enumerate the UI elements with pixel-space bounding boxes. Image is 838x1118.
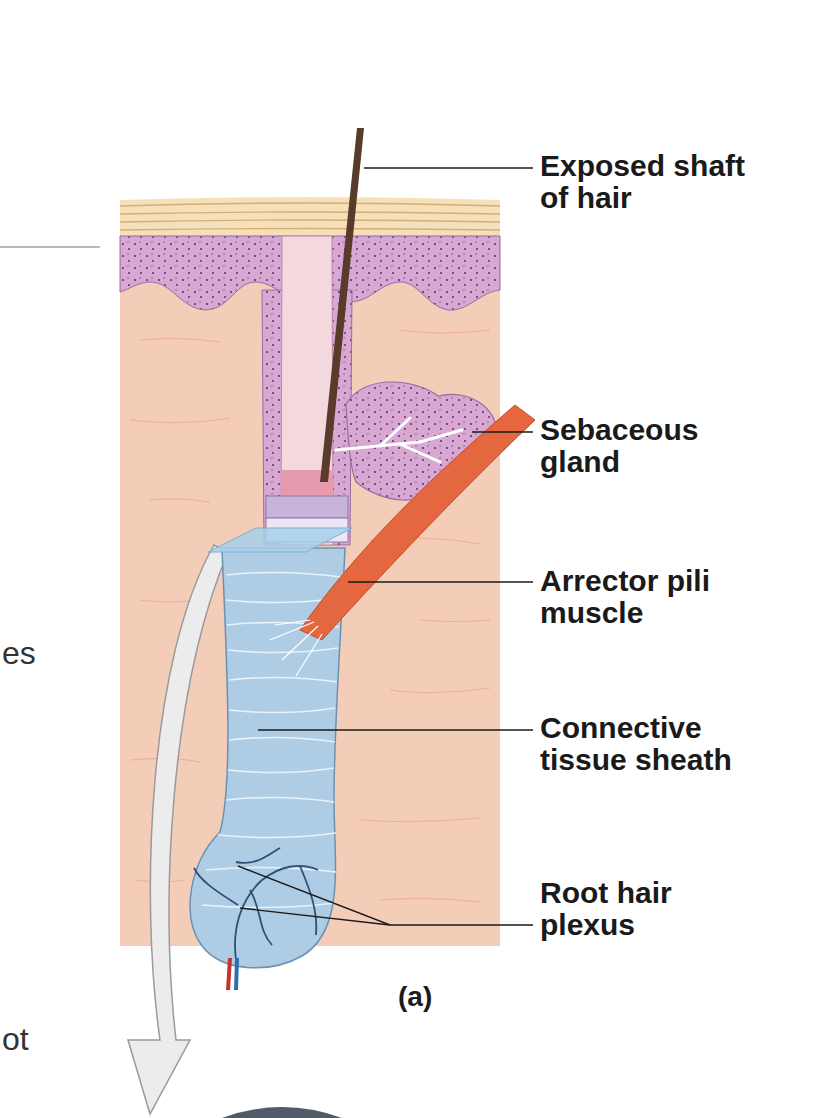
leader-lines xyxy=(238,168,533,925)
slide-rule xyxy=(0,246,100,248)
artery xyxy=(228,958,230,990)
part-label: Sebaceous gland xyxy=(540,414,730,479)
figure-letter: (a) xyxy=(398,982,458,1012)
cut-slide-text: es xyxy=(2,636,62,671)
part-label: Connective tissue sheath xyxy=(540,712,765,777)
part-label: Exposed shaft of hair xyxy=(540,150,770,215)
inner-layer xyxy=(266,496,348,518)
cut-slide-text: ot xyxy=(2,1022,62,1057)
next-figure-edge xyxy=(222,1107,342,1118)
vein xyxy=(236,958,237,990)
sebaceous-ducts xyxy=(336,418,462,462)
section-plane xyxy=(208,528,352,552)
nerve-plexus xyxy=(194,848,318,960)
part-label: Arrector pili muscle xyxy=(540,565,740,630)
corneum-lines xyxy=(120,203,500,230)
part-label: Root hair plexus xyxy=(540,877,720,942)
zoom-arrow xyxy=(128,545,228,1114)
arrector-pili-muscle xyxy=(300,405,535,640)
hair-shaft xyxy=(320,128,364,482)
muscle-fibres xyxy=(270,620,322,676)
stratum-corneum xyxy=(120,197,500,236)
